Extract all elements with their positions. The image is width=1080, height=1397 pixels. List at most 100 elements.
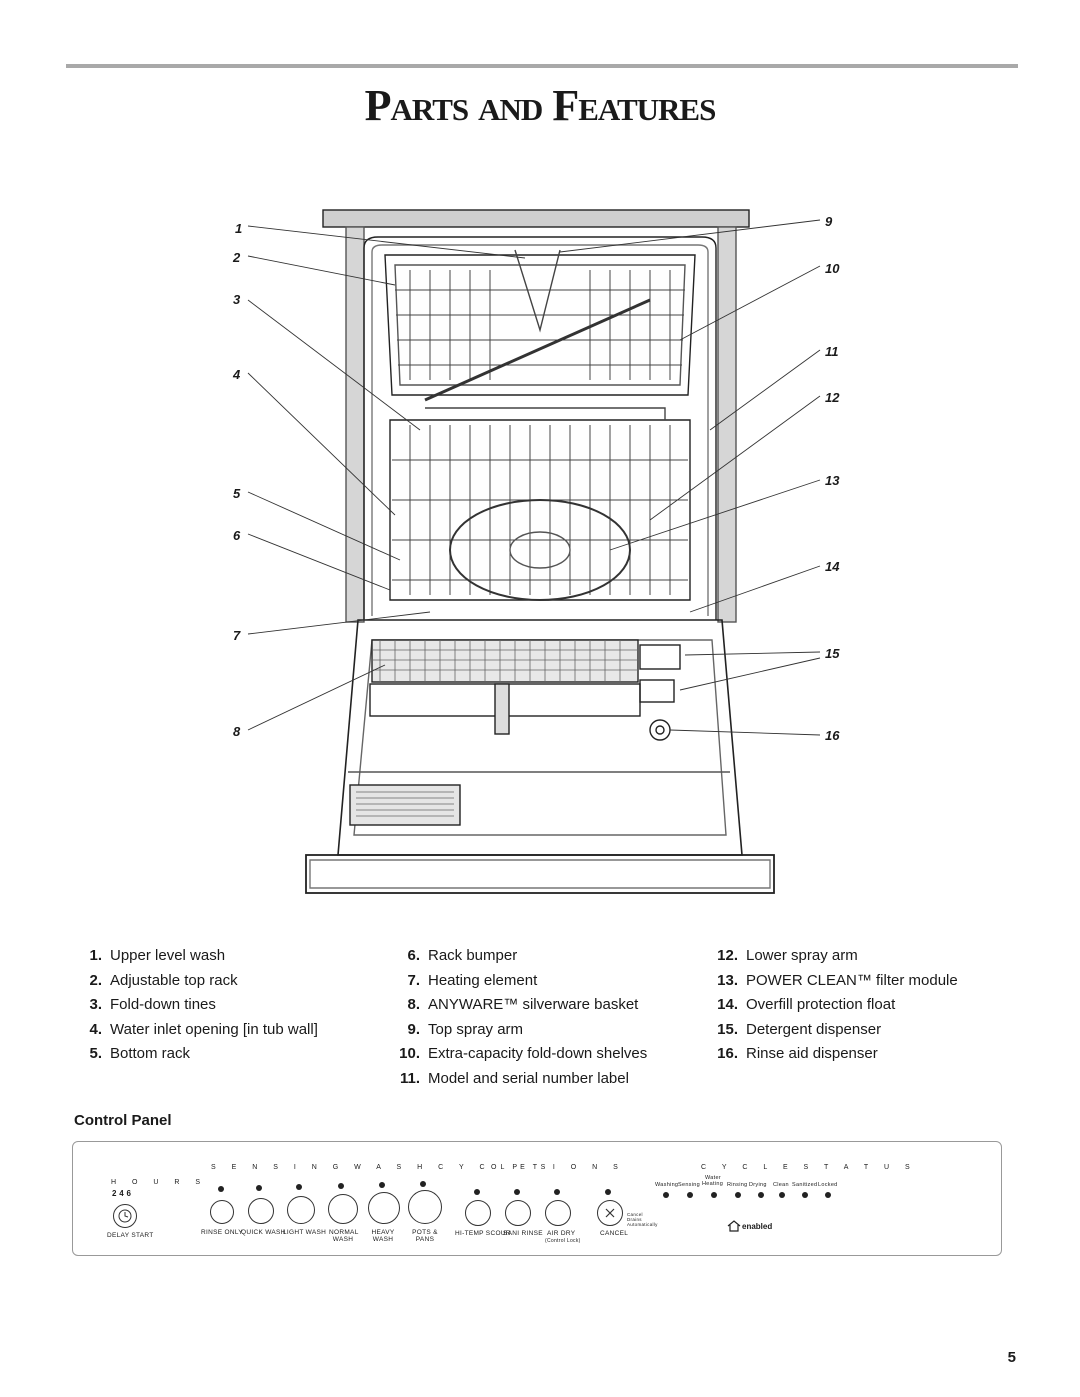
status-washing: Washing [655,1182,679,1188]
parts-legend-col2: 6.Rack bumper 7.Heating element 8.ANYWAR… [388,944,647,1092]
header-rule [66,64,1018,68]
hours-label: H O U R S [111,1179,208,1186]
sani-rinse-button[interactable] [505,1200,531,1226]
rinse-only-label: RINSE ONLY [201,1229,243,1236]
cancel-button[interactable] [597,1200,623,1226]
control-panel: H O U R S 2 4 6 DELAY START S E N S I N … [72,1141,1002,1256]
indicator-light [514,1189,520,1195]
indicator-light [554,1189,560,1195]
indicator-light [218,1186,224,1192]
callout-16: 16 [825,728,840,743]
parts-legend-col1: 1.Upper level wash 2.Adjustable top rack… [80,944,318,1067]
control-lock-note: (Control Lock) [545,1238,581,1244]
status-light [687,1192,693,1198]
list-item: 1.Upper level wash [89,947,226,964]
cycle-status-label: C Y C L E S T A T U S [701,1164,917,1171]
callout-7: 7 [233,628,241,643]
heavy-wash-label: HEAVY WASH [371,1229,395,1243]
list-item: 2.Adjustable top rack [89,971,238,989]
hi-temp-scour-button[interactable] [465,1200,491,1226]
indicator-light [420,1181,426,1187]
status-sensing: Sensing [678,1182,700,1188]
status-sanitized: Sanitized [792,1182,818,1188]
status-locked: Locked [818,1182,838,1188]
list-item: 15.Detergent dispenser [717,1020,882,1038]
parts-legend-col3: 12.Lower spray arm 13.POWER CLEAN™ filte… [706,944,958,1067]
indicator-light [256,1185,262,1191]
callout-14: 14 [825,559,840,574]
quick-wash-label: QUICK WASH [241,1229,286,1236]
indicator-light [474,1189,480,1195]
indicator-light [379,1182,385,1188]
list-item: 9.Top spray arm [407,1020,524,1038]
callout-11: 11 [825,344,839,359]
close-icon [605,1208,615,1218]
rinse-only-button[interactable] [210,1200,234,1224]
status-light [711,1192,717,1198]
status-light [825,1192,831,1198]
list-item: 6.Rack bumper [407,947,518,964]
list-item: 7.Heating element [407,971,538,989]
callout-2: 2 [233,250,241,265]
status-light [802,1192,808,1198]
callout-13: 13 [825,473,840,488]
status-light [758,1192,764,1198]
normal-wash-button[interactable] [328,1194,358,1224]
air-dry-label: AIR DRY [547,1230,576,1237]
callout-9: 9 [825,214,833,229]
normal-wash-label: NORMAL WASH [329,1229,359,1243]
status-heating: Heating [702,1181,724,1187]
enabled-logo: enabled [727,1220,772,1232]
list-item: 10.Extra-capacity fold-down shelves [399,1045,648,1063]
page-number: 5 [1007,1349,1016,1366]
light-wash-button[interactable] [287,1196,315,1224]
status-light [663,1192,669,1198]
house-icon [727,1220,741,1232]
callout-8: 8 [233,724,241,739]
callout-4: 4 [233,367,241,382]
delay-start-button[interactable] [113,1204,137,1228]
list-item: 4.Water inlet opening [in tub wall] [89,1020,318,1038]
callout-3: 3 [233,292,241,307]
callout-5: 5 [233,486,241,501]
list-item: 3.Fold-down tines [89,996,216,1014]
hours-values: 2 4 6 [112,1189,132,1198]
hi-temp-scour-label: HI-TEMP SCOUR [455,1230,511,1237]
clock-icon [118,1209,132,1223]
indicator-light [296,1184,302,1190]
list-item: 11.Model and serial number label [399,1069,629,1087]
callout-6: 6 [233,528,241,543]
callout-10: 10 [825,261,840,276]
cancel-drains-note: Cancel Drains Automatically [627,1212,658,1227]
status-light [779,1192,785,1198]
list-item: 14.Overfill protection float [717,996,896,1014]
page-title: Parts and Features [364,81,717,130]
air-dry-button[interactable] [545,1200,571,1226]
list-item: 16.Rinse aid dispenser [717,1045,878,1063]
cancel-label: CANCEL [600,1230,629,1237]
sensing-wash-cycles-label: S E N S I N G W A S H C Y C L E S [211,1164,553,1171]
dishwasher-diagram [247,209,821,894]
list-item: 12.Lower spray arm [717,947,858,964]
status-drying: Drying [749,1182,767,1188]
callout-1: 1 [235,221,243,236]
indicator-light [605,1189,611,1195]
sani-rinse-label: SANI RINSE [503,1230,543,1237]
indicator-light [338,1183,344,1189]
delay-start-label: DELAY START [107,1232,154,1239]
water-label: Water [705,1175,721,1181]
light-wash-label: LIGHT WASH [283,1229,327,1236]
pots-pans-button[interactable] [408,1190,442,1224]
quick-wash-button[interactable] [248,1198,274,1224]
pots-pans-label: POTS & PANS [412,1229,438,1243]
options-label: O P T I O N S [491,1164,625,1171]
heavy-wash-button[interactable] [368,1192,400,1224]
list-item: 5.Bottom rack [89,1045,191,1063]
status-rinsing: Rinsing [727,1182,748,1188]
list-item: 13.POWER CLEAN™ filter module [717,971,958,989]
status-light [735,1192,741,1198]
status-clean: Clean [773,1182,789,1188]
callout-12: 12 [825,390,840,405]
callout-15: 15 [825,646,840,661]
list-item: 8.ANYWARE™ silverware basket [407,996,639,1014]
